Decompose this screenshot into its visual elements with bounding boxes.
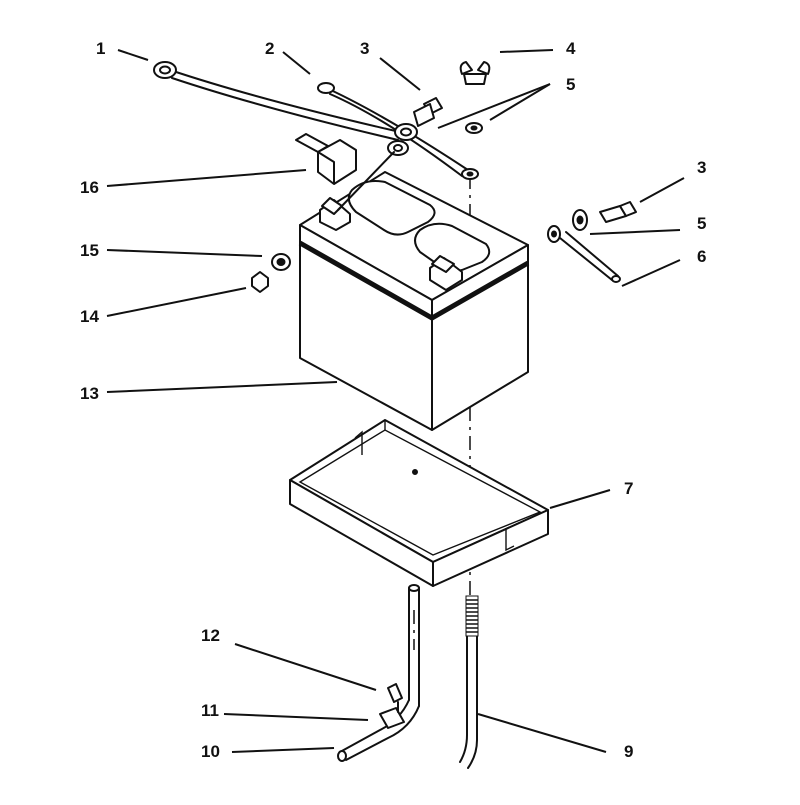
battery-tray [289, 419, 549, 587]
callout-13: 13 [80, 384, 99, 403]
battery [298, 171, 530, 431]
battery-strap-2 [317, 82, 479, 180]
leader-lines [106, 49, 685, 753]
callout-4: 4 [566, 39, 576, 58]
callout-3-top: 3 [360, 39, 369, 58]
wing-nut [459, 61, 491, 134]
callout-3-right: 3 [697, 158, 706, 177]
callout-2: 2 [265, 39, 274, 58]
callout-5-top: 5 [566, 75, 575, 94]
callout-14: 14 [80, 307, 99, 326]
terminal-hardware-upper [337, 97, 443, 211]
callout-10: 10 [201, 742, 220, 761]
callout-12: 12 [201, 626, 220, 645]
terminal-cover [295, 133, 357, 185]
callout-16: 16 [80, 178, 99, 197]
ground-strap [337, 584, 420, 762]
right-terminal-hardware [547, 201, 637, 283]
callout-labels: 1 2 3 4 5 16 3 5 15 6 14 13 7 12 11 10 9 [80, 39, 706, 761]
battery-cable-1 [153, 61, 401, 141]
callout-5-right: 5 [697, 214, 706, 233]
callout-7: 7 [624, 479, 633, 498]
callout-9: 9 [624, 742, 633, 761]
callout-11: 11 [201, 701, 219, 720]
callout-6: 6 [697, 247, 706, 266]
callout-15: 15 [80, 241, 99, 260]
callout-1: 1 [96, 39, 105, 58]
left-terminal-hardware [251, 253, 291, 293]
